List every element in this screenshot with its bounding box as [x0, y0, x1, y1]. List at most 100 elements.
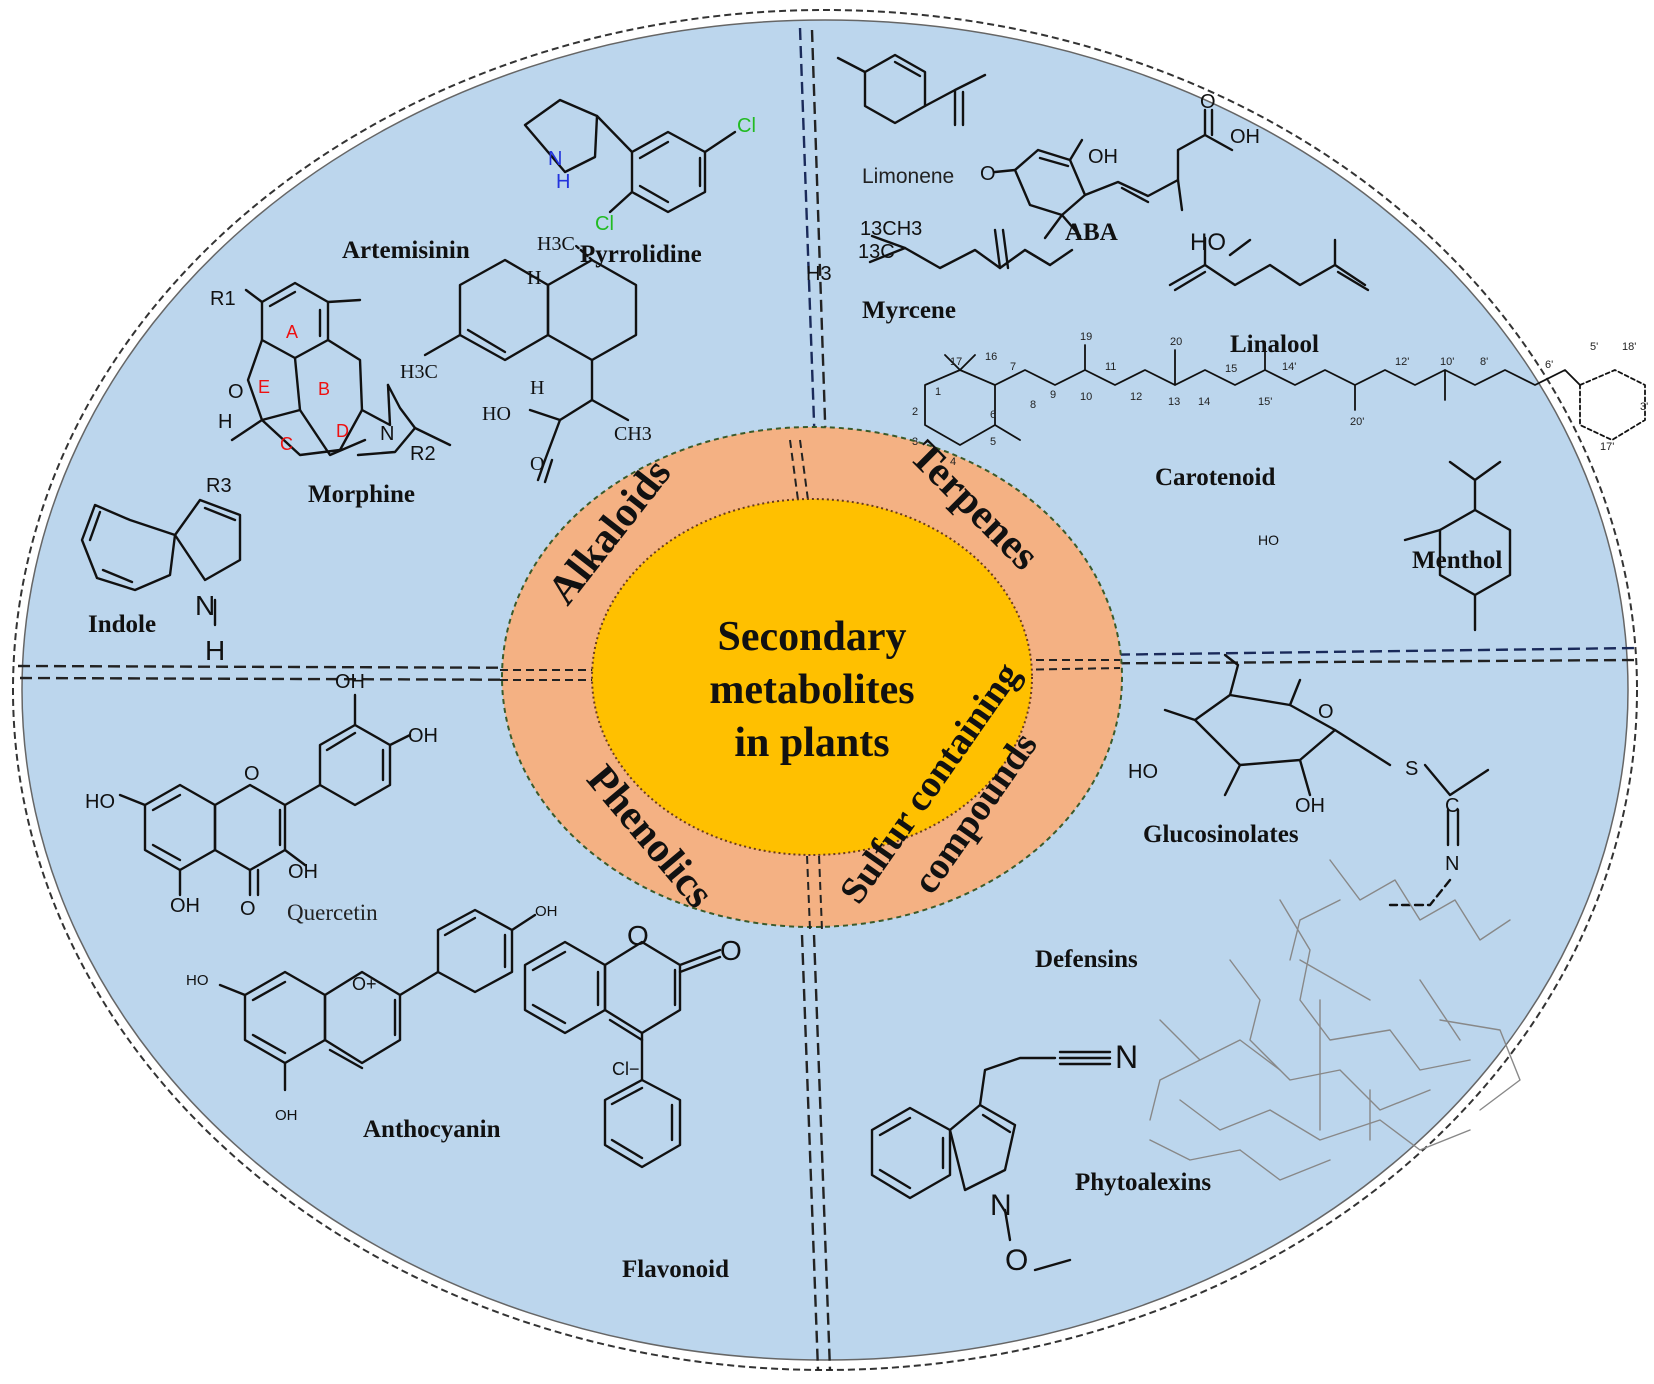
center-title-line-1: Secondary [718, 614, 907, 660]
glucosinolates-structure [1163, 653, 1490, 907]
svg-text:10: 10 [1080, 391, 1092, 403]
limonene-structure [836, 53, 987, 127]
svg-text:1: 1 [935, 386, 941, 398]
atom-cl-2: Cl [595, 213, 614, 235]
quadrant-dividers [17, 27, 1637, 1371]
atom-o-quercetin: O [244, 763, 260, 785]
aba-structure [993, 108, 1234, 240]
atom-h-artemisinin-1: H [527, 267, 541, 289]
atom-h-artemisinin-2: H [530, 377, 544, 399]
label-morphine: Morphine [308, 481, 415, 508]
svg-text:3': 3' [1640, 401, 1648, 413]
atom-r2: R2 [410, 443, 436, 465]
label-anthocyanin: Anthocyanin [363, 1116, 501, 1143]
atom-ho-artemisinin: HO [482, 403, 511, 425]
atom-oh-quercetin-4: OH [170, 895, 200, 917]
atom-oh-aba: OH [1088, 146, 1118, 168]
svg-text:15: 15 [1225, 363, 1237, 375]
label-menthol: Menthol [1412, 547, 1502, 574]
atom-n-morphine: N [380, 423, 394, 445]
svg-text:13: 13 [1168, 396, 1180, 408]
label-linalool: Linalool [1230, 331, 1319, 358]
label-carotenoid: Carotenoid [1155, 464, 1275, 491]
atom-h3-myrcene: H3 [806, 263, 832, 285]
atom-oh-anthocyanin-2: OH [275, 1107, 298, 1124]
atom-oh-anthocyanin-1: OH [535, 903, 558, 920]
atom-ho-quercetin: HO [85, 791, 115, 813]
atom-h-indole: H [205, 635, 225, 666]
atom-h-pyrrolidine: H [556, 171, 570, 193]
atom-o-artemisinin: O [530, 453, 544, 475]
atom-ho-anthocyanin: HO [186, 972, 209, 989]
carotenoid-structure [924, 344, 1646, 446]
atom-h-morphine: H [218, 411, 232, 433]
artemisinin-structure [423, 243, 638, 484]
atom-ho-linalool: HO [1190, 229, 1226, 256]
label-quercetin: Quercetin [287, 900, 378, 925]
indole-structure [80, 498, 242, 627]
svg-text:12': 12' [1395, 356, 1409, 368]
svg-text:17: 17 [950, 356, 962, 368]
atom-o-glucosinolates: O [1318, 701, 1334, 723]
center-title: Secondary metabolites in plants [709, 614, 914, 766]
quercetin-structure [118, 693, 412, 897]
atom-r3: R3 [206, 475, 232, 497]
label-aba: ABA [1065, 219, 1118, 246]
label-myrcene: Myrcene [862, 297, 956, 324]
center-ring [500, 426, 1123, 931]
flavonoid-structure [523, 940, 722, 1169]
svg-text:8': 8' [1480, 356, 1488, 368]
label-glucosinolates: Glucosinolates [1143, 821, 1299, 848]
svg-text:4: 4 [950, 456, 956, 468]
atom-13ch3-myrcene: 13CH3 [860, 218, 922, 240]
atom-13c-myrcene: 13C [858, 241, 895, 263]
svg-text:19: 19 [1080, 331, 1092, 343]
svg-text:3: 3 [912, 436, 918, 448]
svg-text:6': 6' [1545, 359, 1553, 371]
atom-c-glucosinolates: C [1445, 795, 1459, 817]
svg-text:14: 14 [1198, 396, 1210, 408]
label-artemisinin: Artemisinin [342, 237, 470, 264]
atom-s-glucosinolates: S [1405, 758, 1418, 780]
linalool-structure [1168, 236, 1370, 292]
atom-o-morphine: O [228, 381, 244, 403]
atom-o-flavonoid-ring: O [627, 920, 649, 951]
atom-o-aba: O [980, 163, 996, 185]
atom-oh-quercetin-3: OH [288, 861, 318, 883]
svg-text:16: 16 [985, 351, 997, 363]
label-limonene: Limonene [862, 165, 954, 188]
ring-letter-e: E [258, 377, 270, 397]
atom-n-phytoalexin-nitrile: N [1115, 1039, 1138, 1075]
atom-oh-quercetin-1: OH [335, 671, 365, 693]
atom-cl-flavonoid: Cl− [612, 1059, 640, 1079]
atom-oh-glucosinolates: OH [1295, 795, 1325, 817]
atom-n-pyrrolidine: N [548, 148, 562, 170]
svg-text:12: 12 [1130, 391, 1142, 403]
atom-o-phytoalexin: O [1005, 1244, 1028, 1277]
atom-h3c-artemisinin-2: H3C [400, 361, 438, 383]
svg-text:14': 14' [1282, 361, 1296, 373]
svg-text:20': 20' [1350, 416, 1364, 428]
ring-letter-d: D [336, 421, 349, 441]
center-title-line-3: in plants [734, 720, 889, 766]
atom-n-phytoalexin: N [990, 1189, 1012, 1222]
svg-text:5: 5 [990, 436, 996, 448]
label-phytoalexins: Phytoalexins [1075, 1169, 1211, 1196]
label-indole: Indole [88, 611, 156, 638]
atom-n-indole: N [195, 590, 215, 621]
atom-r1: R1 [210, 288, 236, 310]
anthocyanin-structure [218, 908, 537, 1092]
svg-text:20: 20 [1170, 336, 1182, 348]
atom-cl-1: Cl [737, 115, 756, 137]
atom-o-plus-anthocyanin: O+ [352, 974, 377, 994]
svg-text:17': 17' [1600, 441, 1614, 453]
atom-ho-glucosinolates: HO [1128, 761, 1158, 783]
label-flavonoid: Flavonoid [622, 1256, 729, 1283]
svg-text:7: 7 [1010, 361, 1016, 373]
label-defensins: Defensins [1035, 946, 1138, 973]
svg-text:9: 9 [1050, 389, 1056, 401]
svg-text:6: 6 [990, 409, 996, 421]
svg-text:10': 10' [1440, 356, 1454, 368]
svg-text:11: 11 [1105, 361, 1116, 373]
